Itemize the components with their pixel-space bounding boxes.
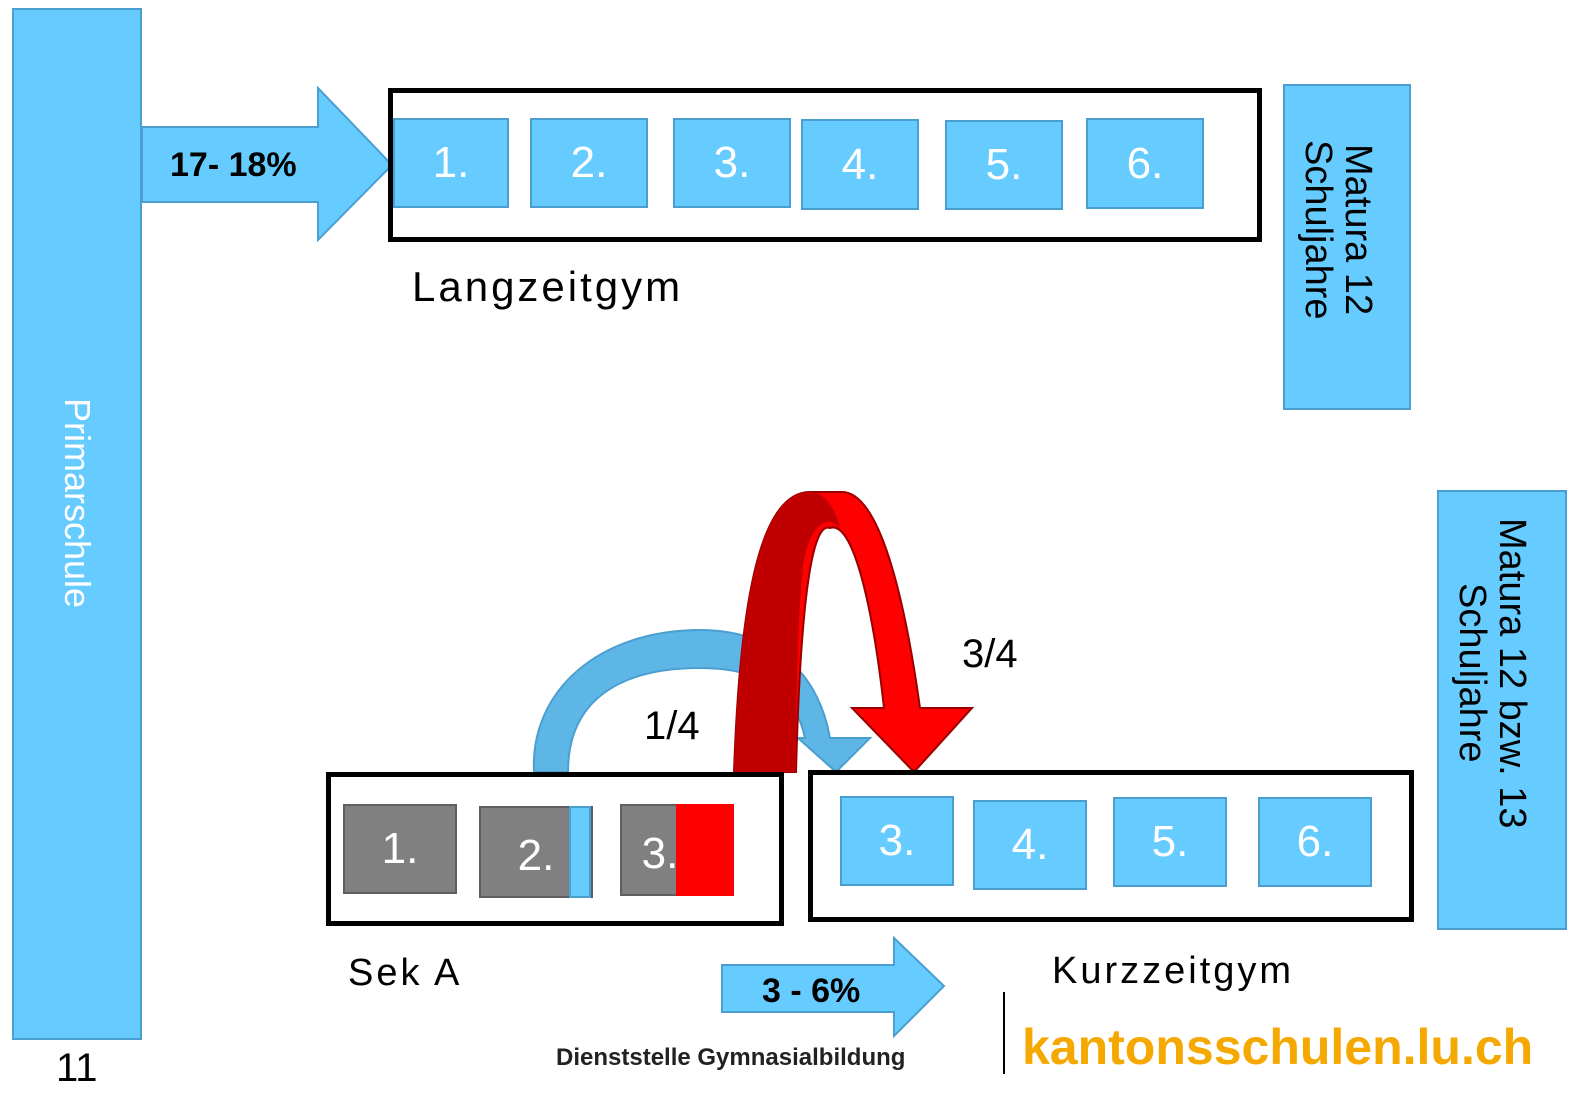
seka-label: Sek A bbox=[348, 952, 463, 994]
seka-year-3-red-share bbox=[676, 804, 734, 896]
langzeit-label: Langzeitgym bbox=[412, 263, 684, 310]
brand-label: kantonsschulen.lu.ch bbox=[1022, 1019, 1534, 1075]
kurzzeit-matura-text: Matura 12 bzw. 13 Schuljahre bbox=[1450, 518, 1533, 829]
red-arrow-shade bbox=[734, 492, 840, 772]
blue-curved-arrow bbox=[532, 628, 873, 774]
kurzzeit-year-3: 3. bbox=[840, 796, 954, 886]
langzeit-frame bbox=[388, 88, 1262, 242]
footer-divider bbox=[1003, 992, 1005, 1074]
department-label: Dienststelle Gymnasialbildung bbox=[556, 1044, 906, 1071]
page-number: 11 bbox=[56, 1046, 98, 1090]
langzeit-year-4: 4. bbox=[801, 119, 919, 210]
langzeit-matura-line2: Schuljahre bbox=[1296, 140, 1339, 320]
kurzzeit-frame bbox=[808, 770, 1414, 922]
kurzzeit-entry-arrow bbox=[721, 935, 946, 1039]
seka-year-2-box: 2. bbox=[479, 806, 593, 898]
langzeit-year-5: 5. bbox=[945, 120, 1063, 210]
kurzzeit-label: Kurzzeitgym bbox=[1052, 950, 1295, 992]
langzeit-year-1: 1. bbox=[393, 118, 509, 208]
langzeit-year-2: 2. bbox=[530, 118, 648, 208]
seka-year-2: 2. bbox=[517, 831, 555, 880]
langzeit-year-6: 6. bbox=[1086, 118, 1204, 209]
langzeit-percent-label: 17- 18% bbox=[170, 146, 297, 184]
kurzzeit-matura-line1: Matura 12 bzw. 13 bbox=[1490, 518, 1533, 829]
seka-year-3: 3. bbox=[641, 829, 679, 878]
langzeit-year-3: 3. bbox=[673, 118, 791, 208]
langzeit-matura-box: Matura 12 Schuljahre bbox=[1283, 84, 1411, 410]
kurzzeit-percent-label: 3 - 6% bbox=[762, 972, 861, 1010]
red-fraction-label: 3/4 bbox=[962, 632, 1018, 676]
langzeit-entry-arrow bbox=[141, 85, 394, 243]
seka-frame bbox=[326, 772, 784, 926]
langzeit-matura-line1: Matura 12 bbox=[1336, 144, 1379, 316]
blue-fraction-label: 1/4 bbox=[644, 704, 700, 748]
kurzzeit-year-6: 6. bbox=[1258, 797, 1372, 887]
kurzzeit-year-4: 4. bbox=[973, 800, 1087, 890]
seka-year-1: 1. bbox=[343, 804, 457, 894]
seka-year-2-blue-share bbox=[569, 806, 591, 898]
kurzzeit-matura-box: Matura 12 bzw. 13 Schuljahre bbox=[1437, 490, 1567, 930]
kurzzeit-matura-line2: Schuljahre bbox=[1450, 583, 1493, 764]
langzeit-matura-text: Matura 12 Schuljahre bbox=[1296, 140, 1379, 320]
kurzzeit-year-5: 5. bbox=[1113, 797, 1227, 887]
primarschule-label: Primarschule bbox=[57, 398, 98, 609]
seka-year-3-box: 3. bbox=[620, 804, 734, 896]
primarschule-bar: Primarschule bbox=[12, 8, 142, 1040]
